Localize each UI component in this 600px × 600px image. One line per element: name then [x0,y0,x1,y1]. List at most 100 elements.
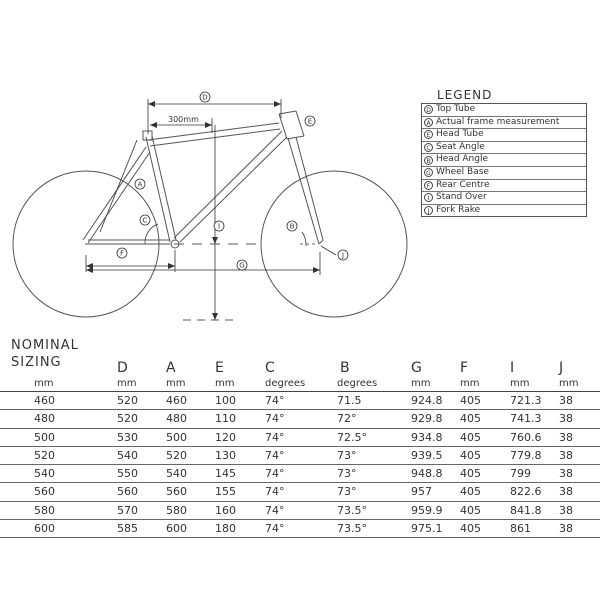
callout-I: I [213,220,225,232]
header-row-cell: G [411,360,422,376]
table-row-cell: 929.8 [411,412,443,426]
table-row-cell: 841.8 [510,503,542,517]
table-row-cell: 580 [34,503,55,517]
legend-label: Head Angle [436,154,489,165]
legend-key: D [424,105,433,115]
table-row-cell: 73° [337,485,357,499]
table-row-cell: 110 [215,412,236,426]
callout-A: A [134,178,146,190]
legend-key: F [424,180,433,190]
legend-key: G [424,168,433,178]
table-row-cell: 741.3 [510,412,542,426]
legend-label: Top Tube [436,104,476,114]
table-row-cell: 73° [337,448,357,462]
table-row-cell: 760.6 [510,430,542,444]
legend-label: Stand Over [436,192,487,203]
chain-stays [85,239,170,245]
table-row-cell: 405 [460,522,481,536]
table-row-cell: 405 [460,394,481,407]
table-row-cell: 74° [265,430,285,444]
svg-text:I: I [218,223,220,231]
table-row-cell: 405 [460,503,481,517]
table-row-cell: 180 [215,522,236,536]
callout-C: C [139,214,151,226]
table-row-cell: 405 [460,467,481,481]
table-row-cell: 721.3 [510,394,542,407]
legend-key: B [424,155,433,165]
table-row-cell: 560 [166,485,187,499]
table-row-cell: 540 [117,448,138,462]
legend-label: Rear Centre [436,179,490,190]
svg-text:G: G [239,262,244,270]
header-row-cell: J [559,360,564,376]
front-wheel [260,170,408,318]
table-row-cell: 560 [34,485,55,499]
units-row-cell: mm [460,378,480,389]
table-row-cell: 779.8 [510,448,542,462]
table-row-cell: 71.5 [337,394,362,407]
table-row-cell: 959.9 [411,503,443,517]
table-row-cell: 405 [460,430,481,444]
table-row-cell: 585 [117,522,138,536]
table-row-cell: 520 [166,448,187,462]
callout-J: J [337,249,349,261]
svg-text:F: F [120,250,124,258]
table-row-cell: 160 [215,503,236,517]
dimension-300mm-label: 300mm [168,115,199,124]
table-row-cell: 520 [117,394,138,407]
legend-label: Fork Rake [436,204,481,215]
sizing-title-line2: SIZING [11,355,62,370]
table-row-cell: 580 [166,503,187,517]
table-row-cell: 155 [215,485,236,499]
fork [287,136,324,245]
head-tube [278,110,305,140]
table-row-cell: 100 [215,394,236,407]
table-row-cell: 530 [117,430,138,444]
svg-text:A: A [138,181,143,189]
table-row-cell: 500 [166,430,187,444]
legend-key: E [424,130,433,140]
units-row-cell: mm [215,378,235,389]
legend-label: Actual frame measurement [436,116,560,127]
svg-text:D: D [202,94,207,102]
table-row-cell: 500 [34,430,55,444]
callout-E: E [304,115,316,127]
units-row-cell: mm [559,378,579,389]
table-row-cell: 460 [34,394,55,407]
table-row-cell: 405 [460,412,481,426]
table-row-cell: 948.8 [411,467,443,481]
down-tube [173,130,288,243]
table-row-cell: 570 [117,503,138,517]
legend-label: Wheel Base [436,166,489,177]
seat-tube [142,130,177,243]
table-row-cell: 74° [265,394,285,407]
table-row-cell: 822.6 [510,485,542,499]
header-row-cell: D [117,360,128,376]
units-row-cell: mm [166,378,186,389]
table-row-cell: 540 [166,467,187,481]
svg-text:B: B [290,223,295,231]
table-row-cell: 934.8 [411,430,443,444]
table-row-cell: 550 [117,467,138,481]
table-row-cell: 405 [460,485,481,499]
table-row-cell: 72° [337,412,357,426]
table-row-cell: 73.5° [337,503,367,517]
table-row-cell: 460 [166,394,187,407]
units-row-cell: mm [34,378,54,389]
table-row-cell: 600 [34,522,55,536]
table-row-cell: 975.1 [411,522,443,536]
legend-key: J [424,206,433,216]
header-row-cell: I [510,360,515,376]
table-row-cell: 520 [34,448,55,462]
table-row-cell: 130 [215,448,236,462]
table-row-cell: 38 [559,394,573,407]
sizing-title: NOMINAL SIZING [11,337,79,371]
legend-label: Seat Angle [436,141,485,152]
